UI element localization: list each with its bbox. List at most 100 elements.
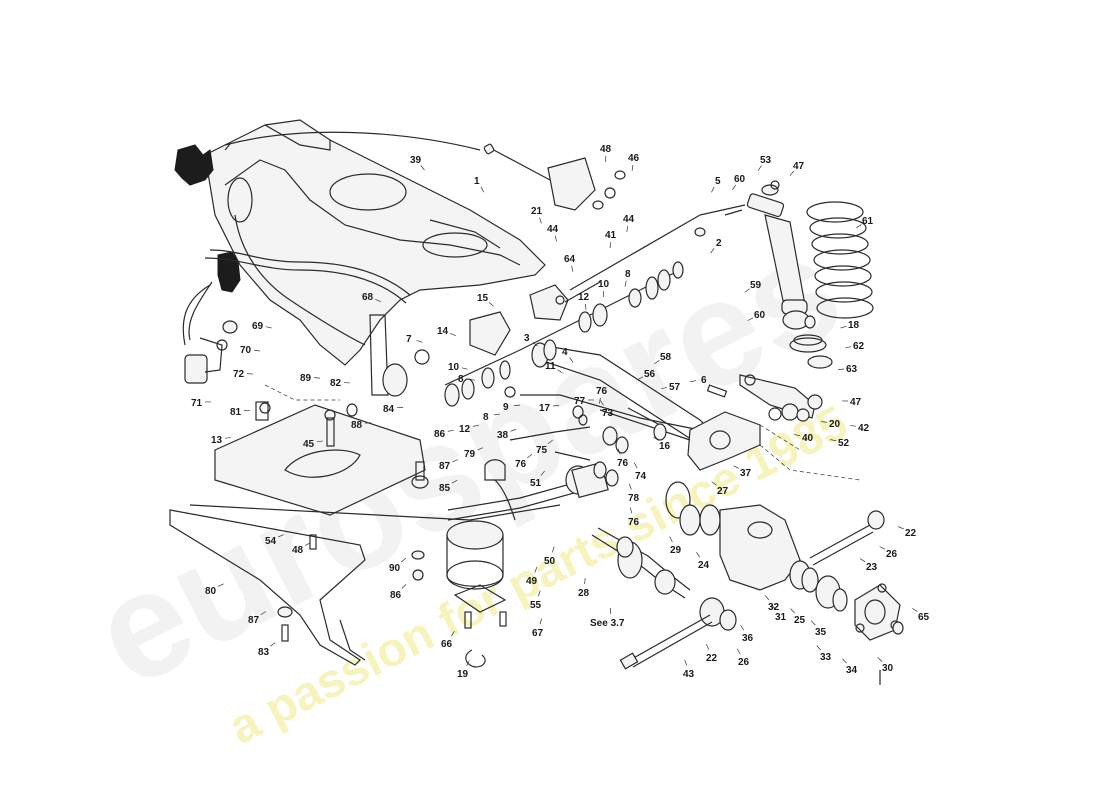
callout-leader xyxy=(254,350,260,351)
callout-28: 28 xyxy=(578,588,590,599)
callout-81: 81 xyxy=(230,407,242,418)
callout-14: 14 xyxy=(437,326,449,337)
callout-15: 15 xyxy=(477,293,489,304)
callout-48b: 48 xyxy=(292,545,304,556)
callout-20: 20 xyxy=(829,419,841,430)
callout-51: 51 xyxy=(530,478,542,489)
callout-leader xyxy=(627,226,628,232)
callout-leader xyxy=(838,369,844,370)
callout-18: 18 xyxy=(848,320,860,331)
callout-leader xyxy=(856,224,861,227)
callout-24: 24 xyxy=(698,560,710,571)
callout-leader xyxy=(555,236,557,242)
callout-69: 69 xyxy=(252,321,264,332)
callout-59: 59 xyxy=(750,280,762,291)
callout-31: 31 xyxy=(775,612,787,623)
callout-leader xyxy=(912,608,917,611)
callout-leader xyxy=(880,547,885,550)
callout-41: 41 xyxy=(605,230,617,241)
callout-8b: 8 xyxy=(458,374,464,385)
callout-leader xyxy=(758,166,761,171)
callout-54: 54 xyxy=(265,536,277,547)
callout-22a: 22 xyxy=(905,528,917,539)
callout-leader xyxy=(765,595,769,600)
callout-83: 83 xyxy=(258,647,270,658)
callout-52: 52 xyxy=(838,438,850,449)
callout-49: 49 xyxy=(526,576,538,587)
upright xyxy=(720,505,800,590)
callout-leader xyxy=(741,625,744,630)
callout-73: 73 xyxy=(602,408,614,419)
callout-66: 66 xyxy=(441,639,453,650)
callout-leader xyxy=(540,618,542,624)
callout-78: 78 xyxy=(628,493,640,504)
callout-30: 30 xyxy=(882,663,894,674)
callout-19: 19 xyxy=(457,669,469,680)
callout-89: 89 xyxy=(300,373,312,384)
callout-42: 42 xyxy=(858,423,870,434)
callout-10a: 10 xyxy=(598,279,610,290)
callout-71: 71 xyxy=(191,398,203,409)
callout-11: 11 xyxy=(545,361,556,372)
callout-55: 55 xyxy=(530,600,542,611)
callout-leader xyxy=(898,527,904,529)
callout-37: 37 xyxy=(740,468,752,479)
callout-44b: 44 xyxy=(623,214,635,225)
callout-74: 74 xyxy=(635,471,647,482)
callout-84: 84 xyxy=(383,404,395,415)
callout-61: 61 xyxy=(862,216,874,227)
callout-87b: 87 xyxy=(248,615,260,626)
callout-leader xyxy=(417,340,423,342)
callout-60b: 60 xyxy=(754,310,766,321)
callout-60a: 60 xyxy=(734,174,746,185)
callout-5: 5 xyxy=(715,176,721,187)
callout-1: 1 xyxy=(474,176,480,187)
callout-17: 17 xyxy=(539,403,551,414)
callout-23: 23 xyxy=(866,562,878,573)
callout-88: 88 xyxy=(351,420,363,431)
callout-25: 25 xyxy=(794,615,806,626)
callout-leader xyxy=(711,187,714,192)
callout-90: 90 xyxy=(389,563,401,574)
callout-50: 50 xyxy=(544,556,556,567)
callout-53: 53 xyxy=(760,155,772,166)
callout-leader xyxy=(706,644,708,650)
callout-56: 56 xyxy=(644,369,656,380)
callout-62: 62 xyxy=(853,341,865,352)
callout-leader xyxy=(632,165,633,171)
callout-75: 75 xyxy=(536,445,548,456)
callout-57: 57 xyxy=(669,382,681,393)
callout-36: 36 xyxy=(742,633,754,644)
callout-76d: 76 xyxy=(628,517,640,528)
callout-leader xyxy=(489,302,494,306)
callout-leader xyxy=(685,660,687,666)
callout-leader xyxy=(540,218,542,224)
callout-leader xyxy=(817,646,821,650)
callout-leader xyxy=(629,484,631,490)
callout-65: 65 xyxy=(918,612,930,623)
callout-76c: 76 xyxy=(617,458,629,469)
callout-45: 45 xyxy=(303,439,315,450)
callout-35: 35 xyxy=(815,627,827,638)
mount-bracket-upper xyxy=(175,145,213,185)
callout-leader xyxy=(878,657,882,661)
callout-86a: 86 xyxy=(434,429,446,440)
callout-8c: 8 xyxy=(483,412,489,423)
callout-87a: 87 xyxy=(439,461,451,472)
callout-33: 33 xyxy=(820,652,832,663)
callout-leader xyxy=(481,187,484,192)
callout-10b: 10 xyxy=(448,362,460,373)
callout-leader xyxy=(791,609,795,613)
callout-16: 16 xyxy=(659,441,671,452)
callout-79: 79 xyxy=(464,449,476,460)
callout-9: 9 xyxy=(503,402,509,413)
callout-68: 68 xyxy=(362,292,374,303)
callout-leader xyxy=(811,621,815,625)
callout-80: 80 xyxy=(205,586,217,597)
callout-26a: 26 xyxy=(886,549,898,560)
callout-4: 4 xyxy=(562,347,568,358)
callout-27: 27 xyxy=(717,486,729,497)
callout-leader xyxy=(860,559,865,562)
callout-64: 64 xyxy=(564,254,576,265)
